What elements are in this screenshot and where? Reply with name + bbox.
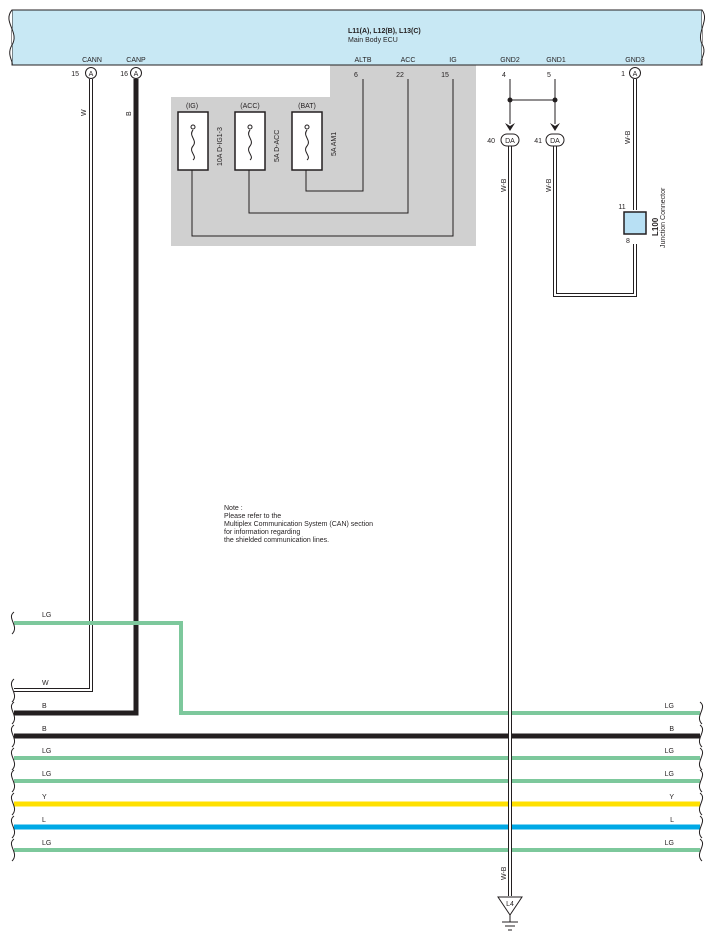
shaded-circuit-area — [171, 62, 476, 246]
fuse-symbol — [305, 129, 309, 161]
connector-da-40: 40 DA — [487, 133, 520, 147]
junction-connector-l100: 11 8 L100 Junction Connector — [618, 187, 667, 248]
wire-label-cann: W — [81, 109, 88, 116]
fuse-acc: (ACC) 5A D-ACC — [234, 103, 281, 171]
main-body-ecu: L11(A), L12(B), L13(C) Main Body ECU — [8, 9, 706, 66]
ecu-subtitle: Main Body ECU — [348, 37, 398, 44]
da-pin-40: 40 — [487, 138, 495, 145]
junction-name: Junction Connector — [660, 187, 667, 248]
bus-label-left: LG — [42, 840, 51, 847]
junction-pin-top: 11 — [618, 204, 625, 211]
junction-id: L100 — [651, 217, 660, 236]
bus-left-breaks — [10, 611, 16, 862]
pin-number-ig: 15 — [441, 72, 449, 79]
arrow-icon — [505, 123, 515, 131]
fuse-circuit-wires — [191, 79, 454, 237]
svg-text:A: A — [633, 71, 638, 78]
pin-number-gnd1: 5 — [547, 72, 551, 79]
fuse-symbol — [248, 129, 252, 161]
bus-label-right: LG — [665, 840, 674, 847]
pin-number-canp: 16 — [120, 71, 128, 78]
svg-text:DA: DA — [550, 138, 560, 145]
fuse-bat: (BAT) 5A AM1 — [291, 103, 338, 171]
junction-pin-bottom: 8 — [626, 238, 630, 245]
connector-a-cann: A — [85, 67, 97, 79]
ground-label: L4 — [506, 901, 514, 908]
fuse-symbol — [191, 129, 195, 161]
bus-label-right: LG — [665, 748, 674, 755]
bus-label-right: Y — [669, 794, 674, 801]
note-line: Please refer to the — [224, 513, 282, 520]
pin-number-gnd3: 1 — [621, 71, 625, 78]
note-line: for information regarding — [224, 529, 301, 536]
wire-gnd1-wb — [553, 145, 637, 297]
ground-l4: L4 — [497, 896, 523, 931]
fuse-ig: (IG) 10A D-IG1-3 — [177, 103, 224, 171]
bus-label-right: LG — [665, 703, 674, 710]
wire-label-ground-right: W-B — [546, 178, 553, 192]
bus-label-left: W — [42, 680, 49, 687]
svg-text:A: A — [89, 71, 94, 78]
ecu-title: L11(A), L12(B), L13(C) — [348, 28, 421, 35]
bus-label-left: LG — [42, 748, 51, 755]
pin-name-ig: IG — [449, 57, 456, 64]
note-line: Multiplex Communication System (CAN) sec… — [224, 521, 373, 528]
pin-name-cann: CANN — [82, 57, 102, 64]
wire-label-ground-bottom: W-B — [501, 866, 508, 880]
wire-label-canp: B — [126, 111, 133, 116]
bus-label-right: B — [669, 726, 674, 733]
pin-number-acc: 22 — [396, 72, 404, 79]
wire-cann-w — [14, 79, 93, 692]
pin-name-acc: ACC — [401, 57, 416, 64]
connector-a-canp: A — [130, 67, 142, 79]
bus-label-left: LG — [42, 612, 51, 619]
pin-number-altb: 6 — [354, 72, 358, 79]
pin-number-gnd2: 4 — [502, 72, 506, 79]
ground-icon — [502, 915, 518, 931]
bus-wire-1-lg — [14, 621, 700, 715]
pin-number-cann: 15 — [71, 71, 79, 78]
bus-label-left: B — [42, 726, 47, 733]
pin-name-gnd2: GND2 — [500, 57, 520, 64]
svg-text:A: A — [134, 71, 139, 78]
connector-a-gnd3: A — [629, 67, 641, 79]
bus-label-left: B — [42, 703, 47, 710]
gnd-bridge — [509, 79, 556, 124]
arrow-icon — [550, 123, 560, 131]
bus-label-left: Y — [42, 794, 47, 801]
note-line: the shielded communication lines. — [224, 537, 330, 544]
fuse-source-acc: (ACC) — [240, 103, 259, 110]
wire-label-gnd3: W-B — [625, 130, 632, 144]
wire-label-ground-left: W-B — [501, 178, 508, 192]
connector-da-41: 41 DA — [534, 133, 565, 147]
note-line: Note : — [224, 505, 243, 512]
bus-label-right: LG — [665, 771, 674, 778]
bus-label-left: LG — [42, 771, 51, 778]
ecu-right-wave — [700, 9, 706, 66]
pin-name-altb: ALTB — [355, 57, 372, 64]
svg-text:DA: DA — [505, 138, 515, 145]
pin-name-canp: CANP — [126, 57, 146, 64]
junction-dot — [552, 97, 558, 103]
da-pin-41: 41 — [534, 138, 542, 145]
bus-right-breaks — [698, 701, 704, 862]
ecu-left-wave — [8, 9, 15, 66]
fuse-source-ig: (IG) — [186, 103, 198, 110]
junction-dot — [507, 97, 513, 103]
fuse-rating-ig: 10A D-IG1-3 — [217, 127, 224, 166]
fuse-rating-bat: 5A AM1 — [331, 132, 338, 156]
ground-triangle — [497, 896, 523, 916]
wire-canp-b — [14, 79, 139, 716]
pin-name-gnd1: GND1 — [546, 57, 566, 64]
pin-name-gnd3: GND3 — [625, 57, 645, 64]
fuse-rating-acc: 5A D-ACC — [274, 130, 281, 162]
fuse-source-bat: (BAT) — [298, 103, 316, 110]
note: Note : Please refer to the Multiplex Com… — [224, 505, 373, 545]
bus-label-right: L — [670, 817, 674, 824]
bus-label-left: L — [42, 817, 46, 824]
